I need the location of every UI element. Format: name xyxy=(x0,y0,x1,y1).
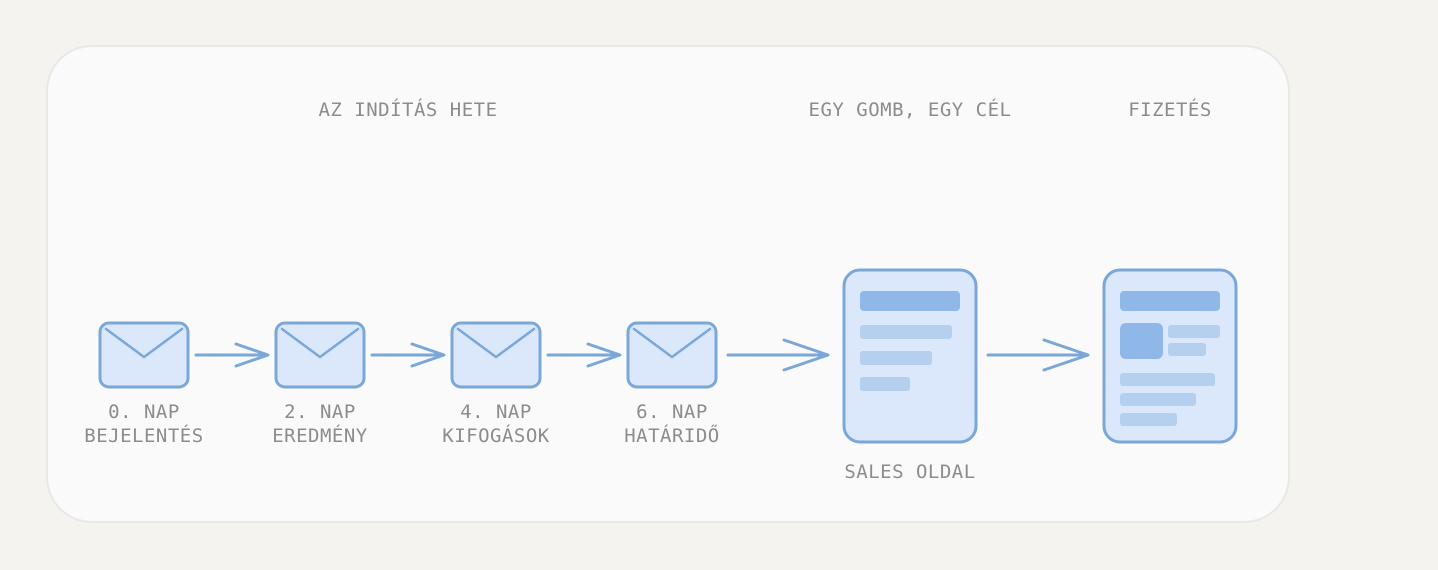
envelope-icon xyxy=(274,321,366,389)
arrow-icon xyxy=(546,342,622,368)
envelope-icon xyxy=(98,321,190,389)
sales-page-icon xyxy=(842,268,978,444)
envelope-icon xyxy=(626,321,718,389)
arrow-icon xyxy=(194,342,270,368)
sales-page-label: SALES OLDAL xyxy=(844,461,976,483)
email-day-label: 2. NAP xyxy=(284,401,356,423)
heading-payment: FIZETÉS xyxy=(1128,99,1212,121)
arrow-icon xyxy=(370,342,446,368)
heading-one-button: EGY GOMB, EGY CÉL xyxy=(808,99,1012,121)
payment-page-icon xyxy=(1102,268,1238,444)
arrow-icon xyxy=(726,338,830,372)
email-title-label: EREDMÉNY xyxy=(272,425,368,447)
email-title-label: KIFOGÁSOK xyxy=(442,425,550,447)
envelope-icon xyxy=(450,321,542,389)
email-day-label: 0. NAP xyxy=(108,401,180,423)
arrow-icon xyxy=(986,338,1090,372)
email-title-label: BEJELENTÉS xyxy=(84,425,204,447)
heading-launch-week: AZ INDÍTÁS HETE xyxy=(318,99,498,121)
email-day-label: 4. NAP xyxy=(460,401,532,423)
email-title-label: HATÁRIDŐ xyxy=(624,425,720,447)
diagram-card xyxy=(48,47,1288,521)
email-day-label: 6. NAP xyxy=(636,401,708,423)
